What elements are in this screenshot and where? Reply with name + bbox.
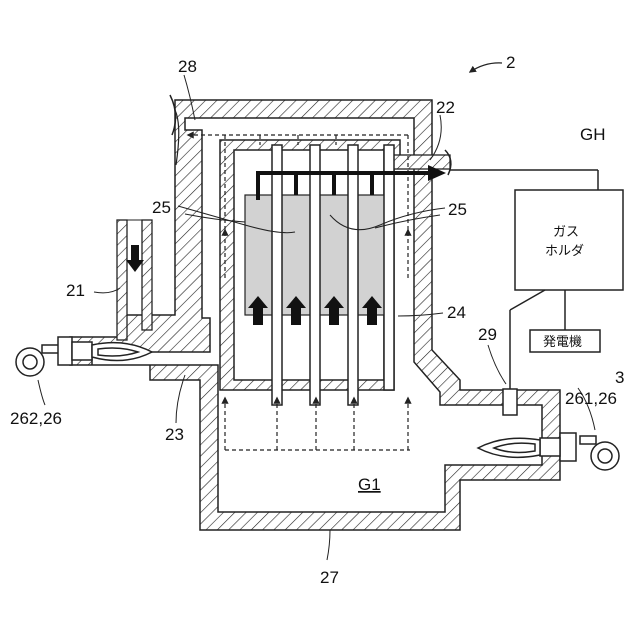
label-23: 23 — [165, 425, 184, 444]
feed-down-arrow — [126, 245, 144, 272]
valve-29 — [503, 389, 517, 415]
label-25-right: 25 — [448, 200, 467, 219]
label-261-26: 261,26 — [565, 389, 617, 408]
label-3: 3 — [615, 368, 624, 387]
ref-2-pointer — [470, 63, 502, 72]
label-g1: G1 — [358, 475, 381, 494]
label-25-left: 25 — [152, 198, 171, 217]
label-262-26: 262,26 — [10, 409, 62, 428]
label-gh: GH — [580, 125, 606, 144]
label-2: 2 — [506, 53, 515, 72]
label-22: 22 — [436, 98, 455, 117]
gas-holder-box — [515, 190, 623, 290]
label-21: 21 — [66, 281, 85, 300]
label-27: 27 — [320, 568, 339, 587]
label-gas-holder-1: ガス — [553, 225, 579, 240]
label-24: 24 — [447, 303, 466, 322]
label-28: 28 — [178, 57, 197, 76]
label-29: 29 — [478, 325, 497, 344]
label-gas-holder-2: ホルダ — [545, 244, 584, 259]
label-generator: 発電機 — [543, 335, 582, 350]
